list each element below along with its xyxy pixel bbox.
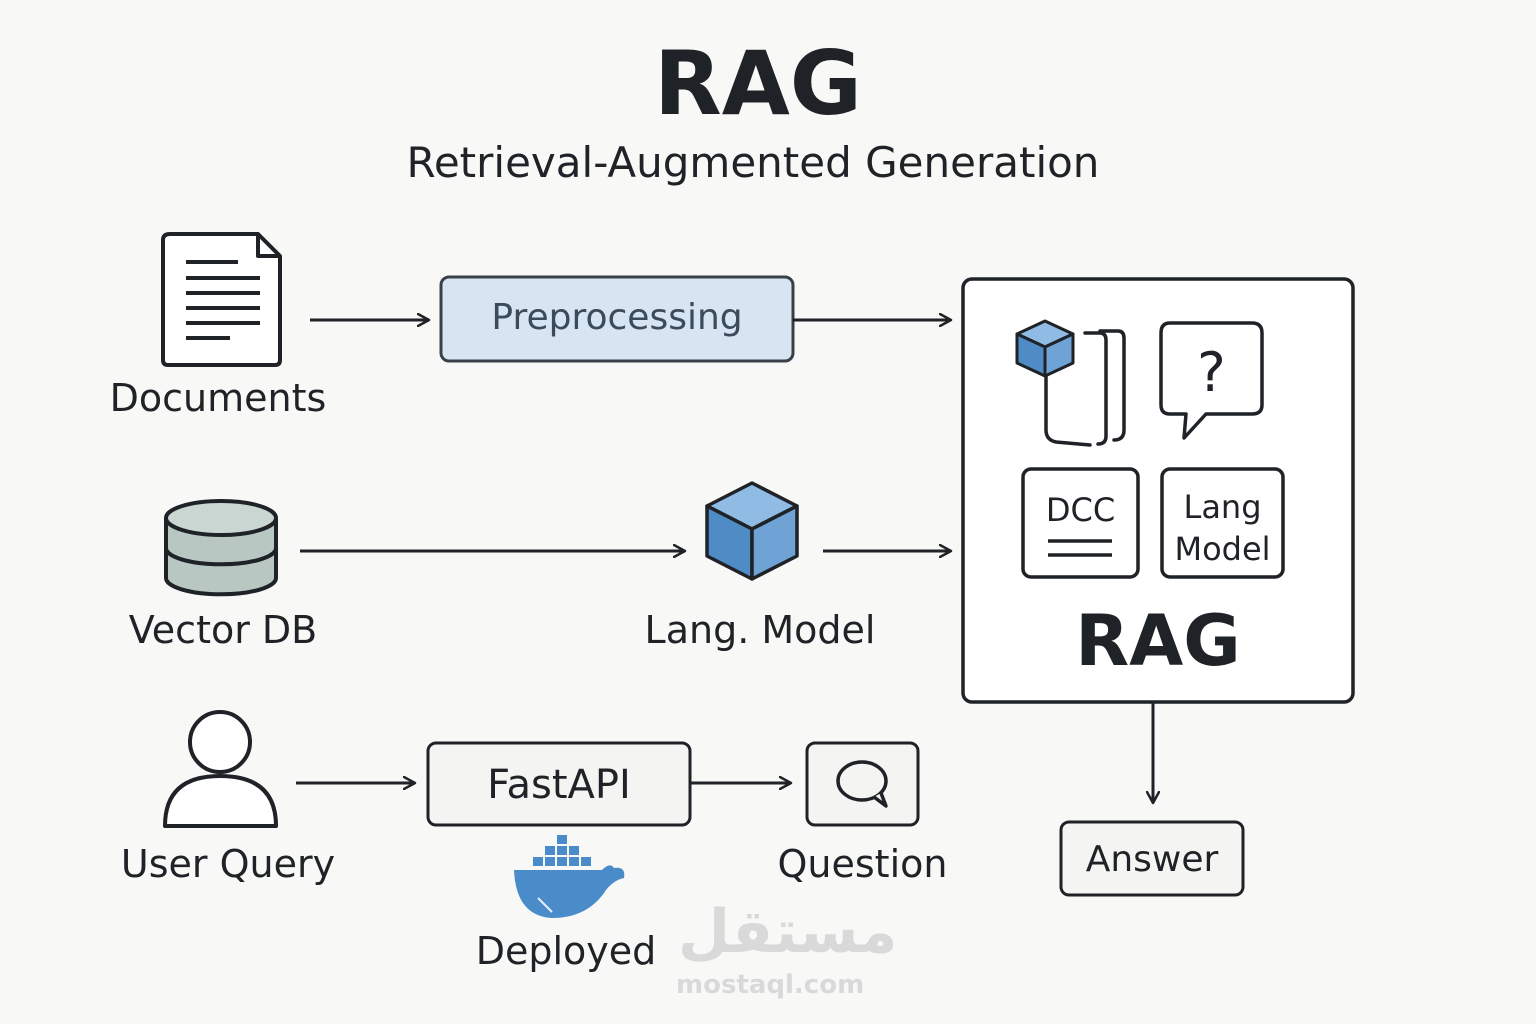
cube-pages-icon: [1015, 319, 1126, 447]
question-label: Question: [777, 842, 948, 886]
page-subtitle: Retrieval-Augmented Generation: [406, 138, 1100, 187]
chat-bubble-icon: [836, 760, 888, 808]
watermark-arabic: مستقل: [678, 897, 898, 967]
page-title: RAG: [653, 32, 863, 135]
doc-card-label: DCC: [1045, 491, 1116, 529]
answer-box: [1059, 820, 1245, 897]
answer-label: Answer: [1085, 839, 1219, 880]
watermark-latin: mostaql.com: [676, 970, 865, 1000]
database-icon: [164, 499, 278, 597]
docker-whale-icon: [514, 835, 625, 918]
cube-icon: [705, 481, 799, 581]
fastapi-label: FastAPI: [487, 762, 631, 808]
question-bubble-icon: [1159, 321, 1264, 440]
deployed-label: Deployed: [475, 929, 657, 973]
rag-panel-title: RAG: [1075, 600, 1241, 682]
question-mark-glyph: ?: [1197, 341, 1226, 404]
lang-model-card: [1160, 467, 1285, 579]
documents-label: Documents: [109, 376, 327, 420]
user-query-label: User Query: [120, 842, 336, 886]
vector-db-label: Vector DB: [128, 608, 318, 652]
doc-card: [1021, 467, 1140, 579]
document-icon: [161, 232, 282, 367]
lang-model-label: Lang. Model: [644, 608, 876, 652]
lang-card-label-line1: Lang: [1183, 488, 1262, 526]
question-box: [805, 741, 920, 827]
preprocessing-label: Preprocessing: [491, 297, 743, 338]
user-icon: [163, 710, 278, 828]
lang-card-label-line2: Model: [1174, 530, 1271, 568]
